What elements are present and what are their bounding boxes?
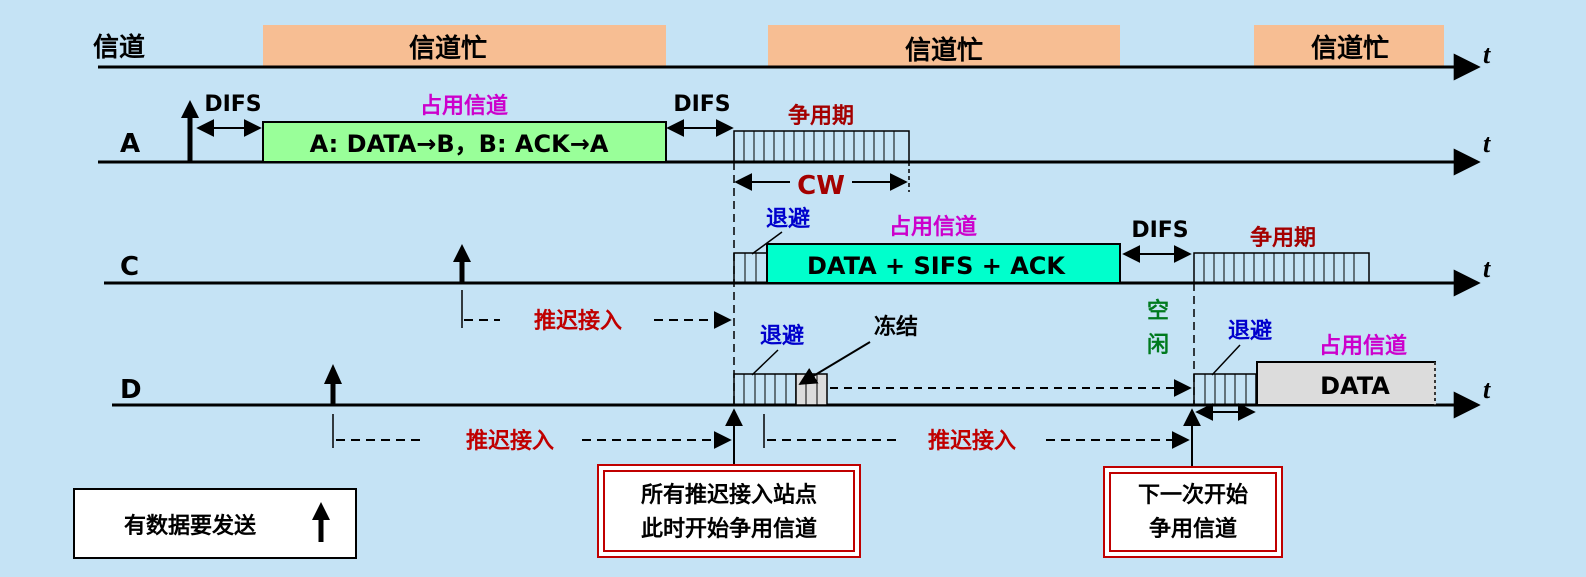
callout-2-line-2: 争用信道 [1149, 516, 1237, 542]
station-c-t-label: t [1483, 254, 1491, 283]
a-contention-slots [733, 130, 910, 163]
a-send-arrow-icon [181, 100, 199, 118]
c-contention-slots [1193, 252, 1370, 284]
a-data-box-label: A: DATA→B，B: ACK→A [310, 130, 609, 158]
d-defer-label-1: 推迟接入 [466, 429, 554, 454]
cw-label: CW [797, 171, 845, 201]
callout-1-line-1: 所有推迟接入站点 [641, 482, 817, 508]
callout-1-line-2: 此时开始争用信道 [641, 516, 817, 542]
legend-arrow-icon [312, 502, 330, 520]
d-backoff-label: 退避 [760, 323, 804, 349]
d-data-box-label: DATA [1320, 372, 1390, 400]
legend-label: 有数据要发送 [124, 513, 256, 539]
busy-label-3: 信道忙 [1311, 33, 1389, 64]
d-send-arrow-icon [324, 364, 342, 384]
busy-block-2 [768, 25, 1120, 67]
a-difs-label-2: DIFS [673, 92, 730, 117]
callout-1-box-inner [603, 470, 855, 552]
busy-block-1 [263, 25, 666, 67]
station-d-t-label: t [1483, 375, 1491, 404]
legend-box [73, 488, 357, 559]
idle-label-char-1: 空 [1147, 298, 1169, 324]
d-freeze-pointer [798, 341, 871, 385]
busy-label-1: 信道忙 [409, 33, 487, 64]
d-freeze-label: 冻结 [874, 314, 918, 340]
station-a-t-label: t [1483, 129, 1491, 158]
d-occupy-label: 占用信道 [1319, 333, 1407, 359]
channel-label: 信道 [93, 32, 145, 63]
a-data-box [262, 121, 667, 163]
d-backoff-slots [733, 373, 828, 406]
c-contention-label: 争用期 [1250, 225, 1316, 251]
d-backoff-slots-2 [1193, 373, 1257, 406]
a-difs-label-1: DIFS [204, 92, 261, 117]
station-c-label: C [120, 252, 139, 282]
d-backoff-pointer-2 [1211, 344, 1241, 376]
a-occupy-label: 占用信道 [420, 93, 508, 119]
d-backoff-pointer [751, 349, 779, 376]
callout-2-line-1: 下一次开始 [1138, 482, 1248, 508]
idle-label-char-2: 闲 [1147, 333, 1169, 358]
a-contention-label: 争用期 [788, 103, 854, 129]
c-data-box [766, 243, 1121, 284]
busy-label-2: 信道忙 [905, 35, 983, 66]
callout-2-box-inner [1109, 472, 1277, 552]
station-d-label: D [120, 375, 142, 405]
c-data-box-label: DATA + SIFS + ACK [807, 252, 1066, 280]
c-send-arrow-icon [453, 244, 471, 262]
d-backoff-label-2: 退避 [1228, 318, 1272, 344]
d-defer-label-2: 推迟接入 [928, 429, 1016, 454]
c-backoff-label: 退避 [766, 206, 810, 232]
c-defer-label: 推迟接入 [534, 309, 622, 334]
c-backoff-slots [733, 252, 768, 284]
c-occupy-label: 占用信道 [889, 214, 977, 240]
busy-block-3 [1254, 25, 1444, 67]
c-difs-label: DIFS [1131, 218, 1188, 243]
channel-t-label: t [1483, 40, 1491, 69]
station-a-label: A [120, 129, 140, 159]
